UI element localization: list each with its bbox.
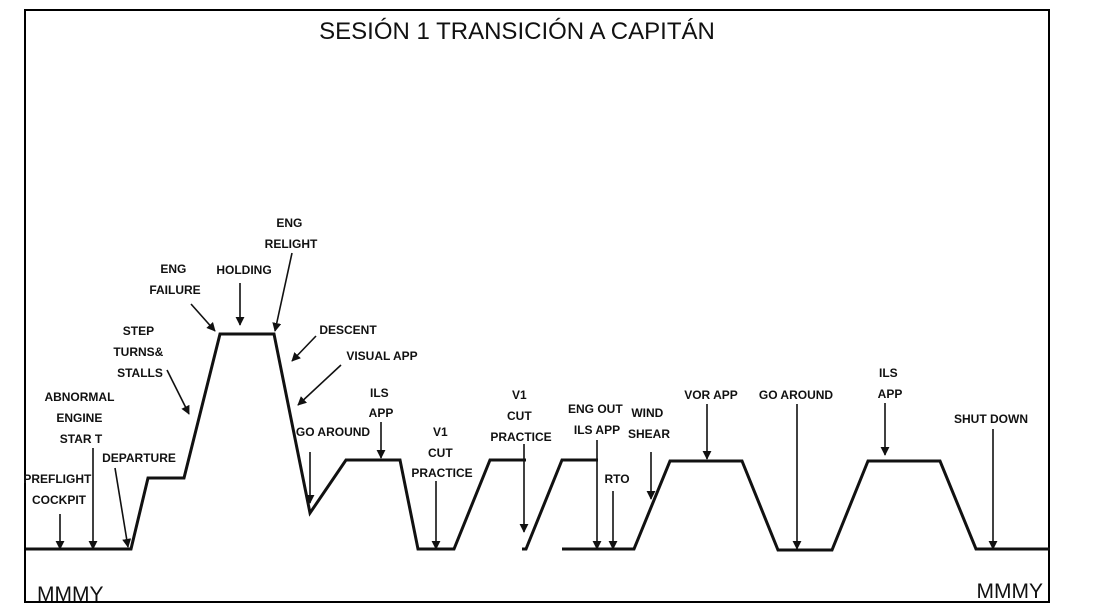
- label-eng-relight: ENG RELIGHT: [265, 216, 318, 251]
- arrow-step-turns: [166, 369, 190, 415]
- label-ils-app-2: ILS APP: [878, 366, 903, 401]
- label-abnormal-engine-start: ABNORMAL ENGINE STAR T: [44, 390, 117, 446]
- corner-label-left: MMMY: [37, 583, 104, 606]
- label-eng-out-ils-app: ENG OUT ILS APP: [568, 402, 626, 437]
- arrow-descent: [291, 335, 317, 362]
- profile-segment-eng-out-vor-go-around-ils: [562, 459, 1050, 552]
- label-preflight-cockpit: PREFLIGHT COCKPIT: [23, 472, 94, 507]
- label-v1-cut-practice-2: V1 CUT PRACTICE: [490, 388, 551, 444]
- label-descent: DESCENT: [319, 323, 377, 337]
- label-holding: HOLDING: [216, 263, 271, 277]
- profile-segment-departure-holding-descent: [26, 332, 526, 551]
- label-departure: DEPARTURE: [102, 451, 176, 465]
- label-eng-failure: ENG FAILURE: [149, 262, 200, 297]
- label-vor-app: VOR APP: [684, 388, 738, 402]
- label-ils-app-1: ILS APP: [369, 386, 394, 420]
- label-wind-shear: WIND SHEAR: [628, 406, 670, 441]
- label-rto: RTO: [604, 472, 629, 486]
- label-shut-down: SHUT DOWN: [954, 412, 1028, 426]
- corner-label-right: MMMY: [977, 580, 1044, 603]
- label-step-turns-stalls: STEP TURNS& STALLS: [113, 324, 166, 380]
- diagram-frame: [24, 9, 1050, 603]
- label-go-around-2: GO AROUND: [759, 388, 834, 402]
- label-go-around-1: GO AROUND: [296, 425, 371, 439]
- label-v1-cut-practice-1: V1 CUT PRACTICE: [411, 425, 472, 480]
- label-visual-app: VISUAL APP: [346, 349, 417, 363]
- arrow-eng-relight: [272, 252, 293, 332]
- profile-segment-v1-cut-2: [522, 458, 598, 551]
- arrow-eng-failure: [190, 303, 216, 332]
- arrow-visual-app: [297, 364, 342, 406]
- arrow-departure: [114, 467, 132, 548]
- diagram-title: SESIÓN 1 TRANSICIÓN A CAPITÁN: [319, 18, 715, 45]
